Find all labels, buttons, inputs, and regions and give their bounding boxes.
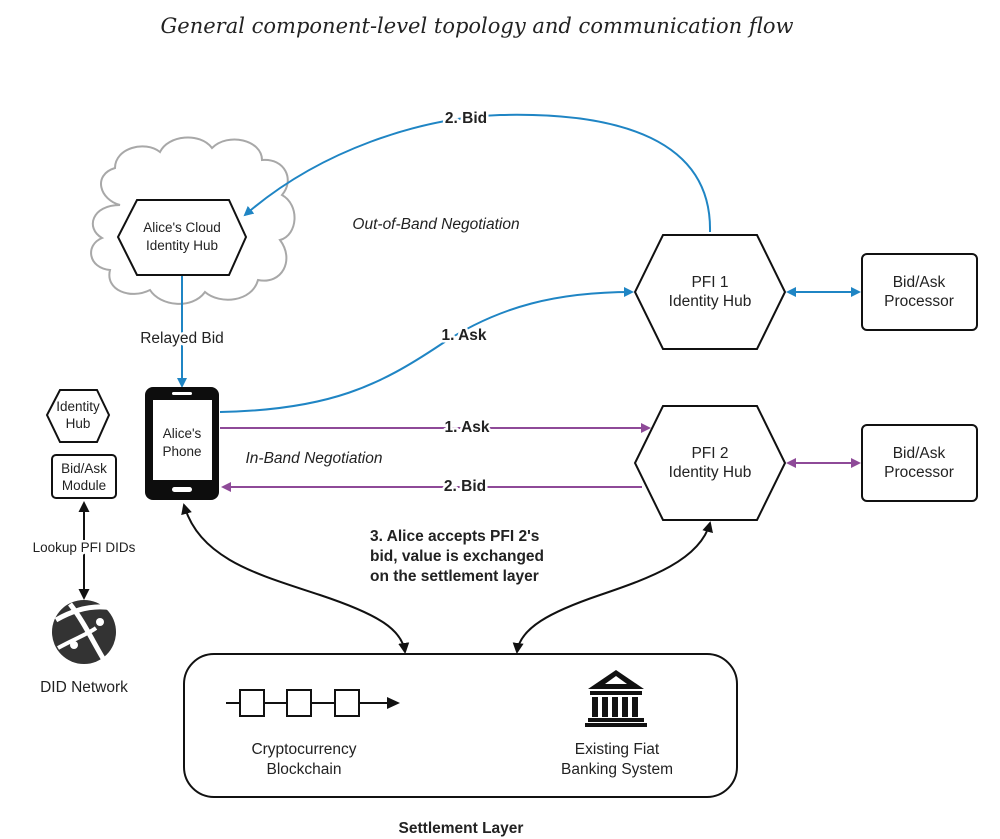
processor2-label-2: Processor bbox=[884, 464, 954, 481]
bidask-module-label-2: Module bbox=[62, 478, 106, 493]
crypto-label-2: Blockchain bbox=[267, 761, 342, 778]
settlement-layer-label: Settlement Layer bbox=[399, 820, 524, 837]
fiat-label-1: Existing Fiat bbox=[575, 741, 660, 758]
edge-oob-bid-label: 2. Bid bbox=[445, 110, 487, 127]
pfi2-label-1: PFI 2 bbox=[691, 445, 728, 462]
phone-label-1: Alice's bbox=[163, 426, 202, 441]
edge-ib-ask-label: 1. Ask bbox=[444, 419, 489, 436]
edge-lookup-label: Lookup PFI DIDs bbox=[33, 540, 136, 555]
processor1-label-2: Processor bbox=[884, 293, 954, 310]
blockchain-icon bbox=[226, 689, 400, 717]
pfi1-label-2: Identity Hub bbox=[669, 293, 752, 310]
cloud-hub-label-2: Identity Hub bbox=[146, 238, 218, 253]
bidask-processor-1[interactable]: Bid/Ask Processor bbox=[861, 253, 978, 331]
bidask-processor-2[interactable]: Bid/Ask Processor bbox=[861, 424, 978, 502]
edge-phone-settlement bbox=[181, 503, 410, 654]
accept-label-3: on the settlement layer bbox=[370, 568, 539, 585]
edge-oob-ask-label: 1. Ask bbox=[441, 327, 486, 344]
processor1-label-1: Bid/Ask bbox=[893, 274, 946, 291]
edge-oob-bid bbox=[243, 113, 712, 233]
edge-pfi2-settlement bbox=[512, 521, 713, 654]
crypto-label-1: Cryptocurrency bbox=[251, 741, 356, 758]
did-network-label: DID Network bbox=[40, 679, 128, 696]
bidask-module[interactable]: Bid/Ask Module bbox=[51, 454, 117, 499]
in-band-annotation: In-Band Negotiation bbox=[245, 450, 382, 467]
cloud-identity-hub[interactable]: Alice's Cloud Identity Hub bbox=[116, 199, 248, 276]
edge-ib-bid-label: 2. Bid bbox=[444, 478, 486, 495]
phone-identity-hub[interactable]: Identity Hub bbox=[45, 389, 111, 443]
identity-hub-label-2: Hub bbox=[66, 416, 91, 431]
settlement-layer[interactable]: Cryptocurrency Blockchain Existing Fiat … bbox=[183, 653, 738, 798]
diagram-title: General component-level topology and com… bbox=[161, 14, 794, 38]
edge-relayed-bid-label: Relayed Bid bbox=[140, 330, 224, 347]
network-globe-icon bbox=[52, 600, 116, 664]
accept-label-1: 3. Alice accepts PFI 2's bbox=[370, 528, 539, 545]
bidask-module-label-1: Bid/Ask bbox=[61, 461, 107, 476]
processor2-label-1: Bid/Ask bbox=[893, 445, 946, 462]
edge-oob-ask bbox=[219, 287, 634, 413]
accept-label-2: bid, value is exchanged bbox=[370, 548, 544, 565]
did-network[interactable]: DID Network bbox=[40, 600, 128, 696]
identity-hub-label-1: Identity bbox=[56, 399, 100, 414]
pfi1-label-1: PFI 1 bbox=[691, 274, 728, 291]
pfi2-label-2: Identity Hub bbox=[669, 464, 752, 481]
pfi1-identity-hub[interactable]: PFI 1 Identity Hub bbox=[633, 234, 787, 350]
bank-icon bbox=[585, 670, 647, 727]
phone-label-2: Phone bbox=[162, 444, 201, 459]
pfi2-identity-hub[interactable]: PFI 2 Identity Hub bbox=[633, 405, 787, 521]
alices-phone[interactable]: Alice's Phone bbox=[145, 387, 219, 500]
cloud-hub-label-1: Alice's Cloud bbox=[143, 220, 221, 235]
out-of-band-annotation: Out-of-Band Negotiation bbox=[352, 216, 519, 233]
fiat-label-2: Banking System bbox=[561, 761, 673, 778]
